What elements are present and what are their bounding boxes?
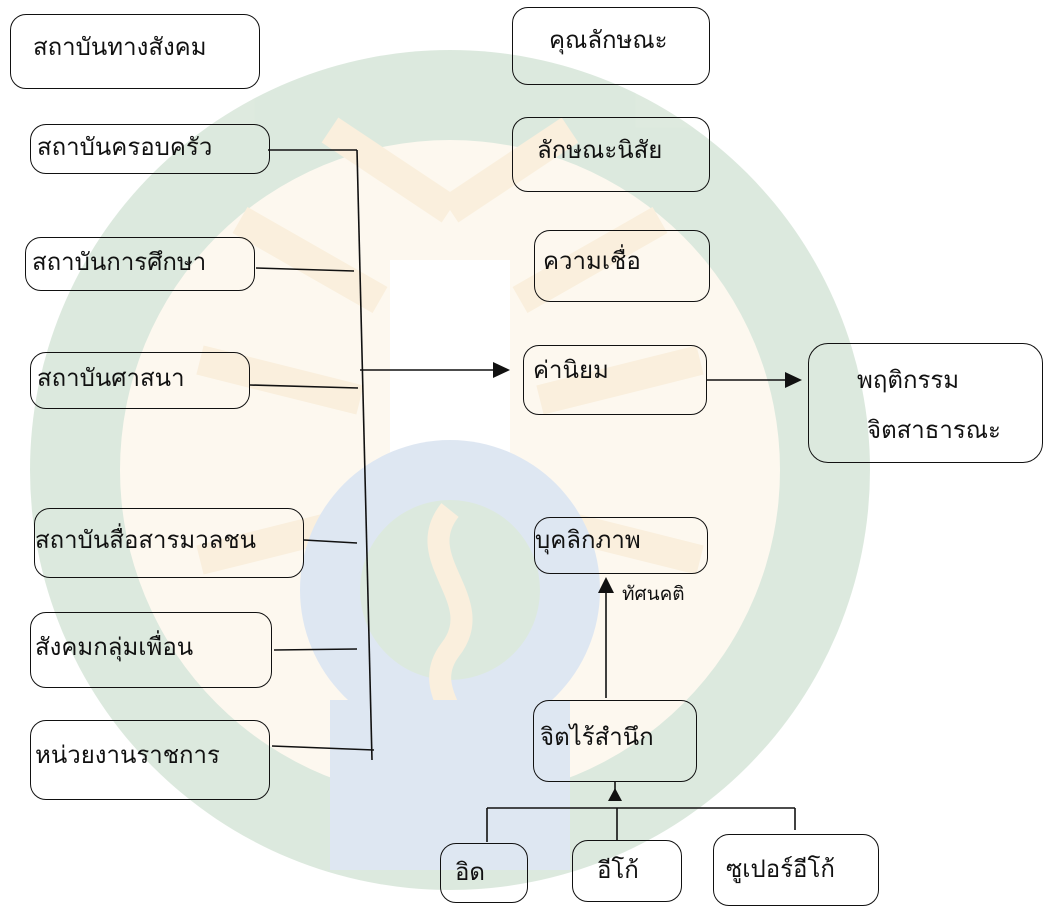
- behavior-label: พฤติกรรม: [857, 366, 960, 394]
- mass-media-institution-box: สถาบันสื่อสารมวลชน: [34, 508, 304, 578]
- government-agency-label: หน่วยงานราชการ: [35, 741, 220, 769]
- unconscious-box: จิตไร้สำนึก: [533, 700, 697, 782]
- education-institution-box: สถาบันการศึกษา: [25, 237, 255, 291]
- superego-box: ซูเปอร์อีโก้: [713, 834, 879, 906]
- characteristics-title: คุณลักษณะ: [549, 26, 668, 54]
- personality-label: บุคลิกภาพ: [535, 526, 641, 554]
- ego-label: อีโก้: [597, 856, 639, 884]
- religion-institution-box: สถาบันศาสนา: [30, 352, 250, 409]
- mass-media-institution-label: สถาบันสื่อสารมวลชน: [35, 526, 257, 554]
- traits-label: ลักษณะนิสัย: [537, 136, 663, 164]
- id-box: อิด: [440, 843, 528, 903]
- social-institutions-title-box: สถาบันทางสังคม: [10, 14, 260, 89]
- ego-box: อีโก้: [572, 840, 682, 902]
- personality-box: บุคลิกภาพ: [534, 517, 708, 574]
- peer-group-label: สังคมกลุ่มเพื่อน: [35, 633, 194, 661]
- education-institution-label: สถาบันการศึกษา: [32, 248, 207, 276]
- id-label: อิด: [455, 858, 485, 886]
- family-institution-box: สถาบันครอบครัว: [30, 124, 270, 174]
- characteristics-title-box: คุณลักษณะ: [512, 7, 710, 85]
- government-agency-box: หน่วยงานราชการ: [30, 720, 270, 800]
- attitude-label: ทัศนคติ: [622, 583, 685, 605]
- public-mind-label: จิตสาธารณะ: [867, 416, 1001, 444]
- religion-institution-label: สถาบันศาสนา: [37, 364, 185, 392]
- family-institution-label: สถาบันครอบครัว: [37, 133, 213, 161]
- social-institutions-title: สถาบันทางสังคม: [33, 33, 207, 61]
- unconscious-label: จิตไร้สำนึก: [540, 723, 654, 751]
- values-box: ค่านิยม: [523, 345, 707, 415]
- values-label: ค่านิยม: [533, 356, 609, 384]
- traits-box: ลักษณะนิสัย: [512, 117, 710, 192]
- beliefs-box: ความเชื่อ: [534, 230, 710, 302]
- beliefs-label: ความเชื่อ: [543, 247, 641, 275]
- public-mind-behavior-box: พฤติกรรม จิตสาธารณะ: [808, 343, 1043, 463]
- superego-label: ซูเปอร์อีโก้: [726, 855, 835, 883]
- peer-group-box: สังคมกลุ่มเพื่อน: [30, 612, 272, 688]
